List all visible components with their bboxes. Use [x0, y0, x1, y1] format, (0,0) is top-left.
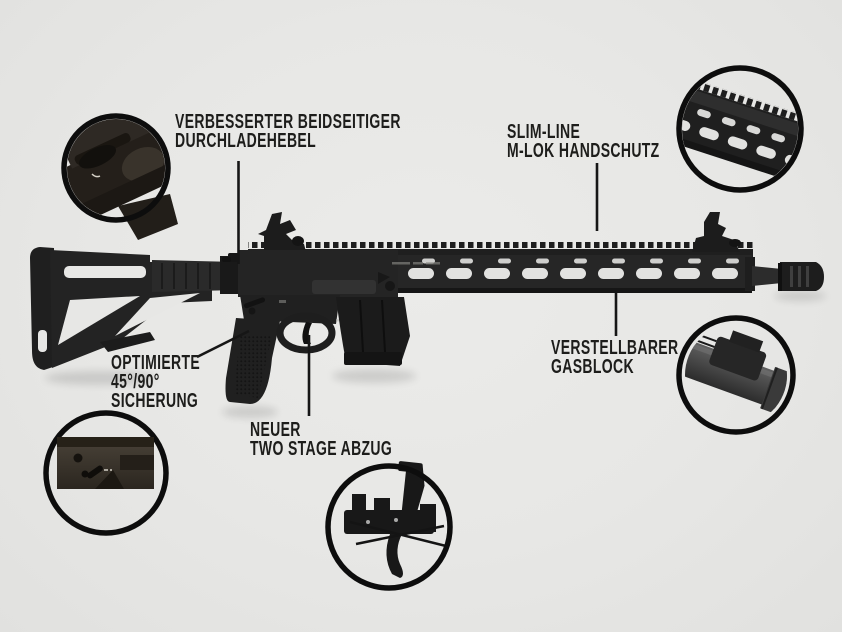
rifle-silhouette: [30, 212, 824, 404]
label-line: SLIM-LINE: [507, 121, 581, 143]
pistol-grip: [225, 318, 280, 404]
trigger-group: [276, 312, 336, 354]
label-line: VERSTELLBARER: [551, 337, 679, 359]
label-line: DURCHLADEHEBEL: [175, 130, 317, 152]
buffer-tube: [152, 256, 240, 294]
label-line: OPTIMIERTE: [111, 352, 201, 374]
label-line: NEUER: [250, 419, 301, 441]
pointer-safety: [196, 329, 250, 359]
label-line: GASBLOCK: [551, 356, 634, 378]
label-line: VERBESSERTER BEIDSEITIGER: [175, 111, 401, 133]
front-sight: [692, 212, 740, 252]
rear-sight-knob: [292, 236, 304, 246]
label-gas-block: VERSTELLBARER GASBLOCK: [551, 337, 679, 378]
rear-sight: [258, 212, 306, 252]
buttstock: [30, 247, 212, 370]
vent-holes: [422, 258, 739, 264]
trigger-photo: [344, 461, 447, 578]
soft-shadows: [45, 291, 826, 418]
barrel-muzzle: [752, 262, 824, 291]
detail-circle-charging-handle: [61, 113, 178, 240]
pointer-lines: [196, 161, 618, 416]
mlok-slots: [408, 268, 738, 279]
handguard: [392, 255, 755, 293]
front-sight-latch: [729, 239, 741, 247]
label-line: M-LOK HANDSCHUTZ: [507, 140, 660, 162]
picatinny-rail: [248, 242, 753, 258]
label-safety: OPTIMIERTE 45°/90° SICHERUNG: [111, 352, 201, 412]
detail-circle-safety: [43, 410, 169, 536]
safety-photo: [57, 437, 154, 489]
detail-circle-trigger: [325, 461, 453, 591]
label-trigger: NEUER TWO STAGE ABZUG: [250, 419, 393, 460]
detail-circle-handguard: [676, 65, 804, 193]
label-line: 45°/90°: [111, 371, 160, 393]
handguard-marking: [392, 262, 440, 265]
magazine: [336, 297, 410, 366]
label-line: TWO STAGE ABZUG: [250, 438, 393, 460]
label-handguard: SLIM-LINE M-LOK HANDSCHUTZ: [507, 121, 660, 162]
photo-overflow: [118, 194, 178, 240]
label-line: SICHERUNG: [111, 390, 199, 412]
label-charging-handle: VERBESSERTER BEIDSEITIGER DURCHLADEHEBEL: [175, 111, 401, 152]
